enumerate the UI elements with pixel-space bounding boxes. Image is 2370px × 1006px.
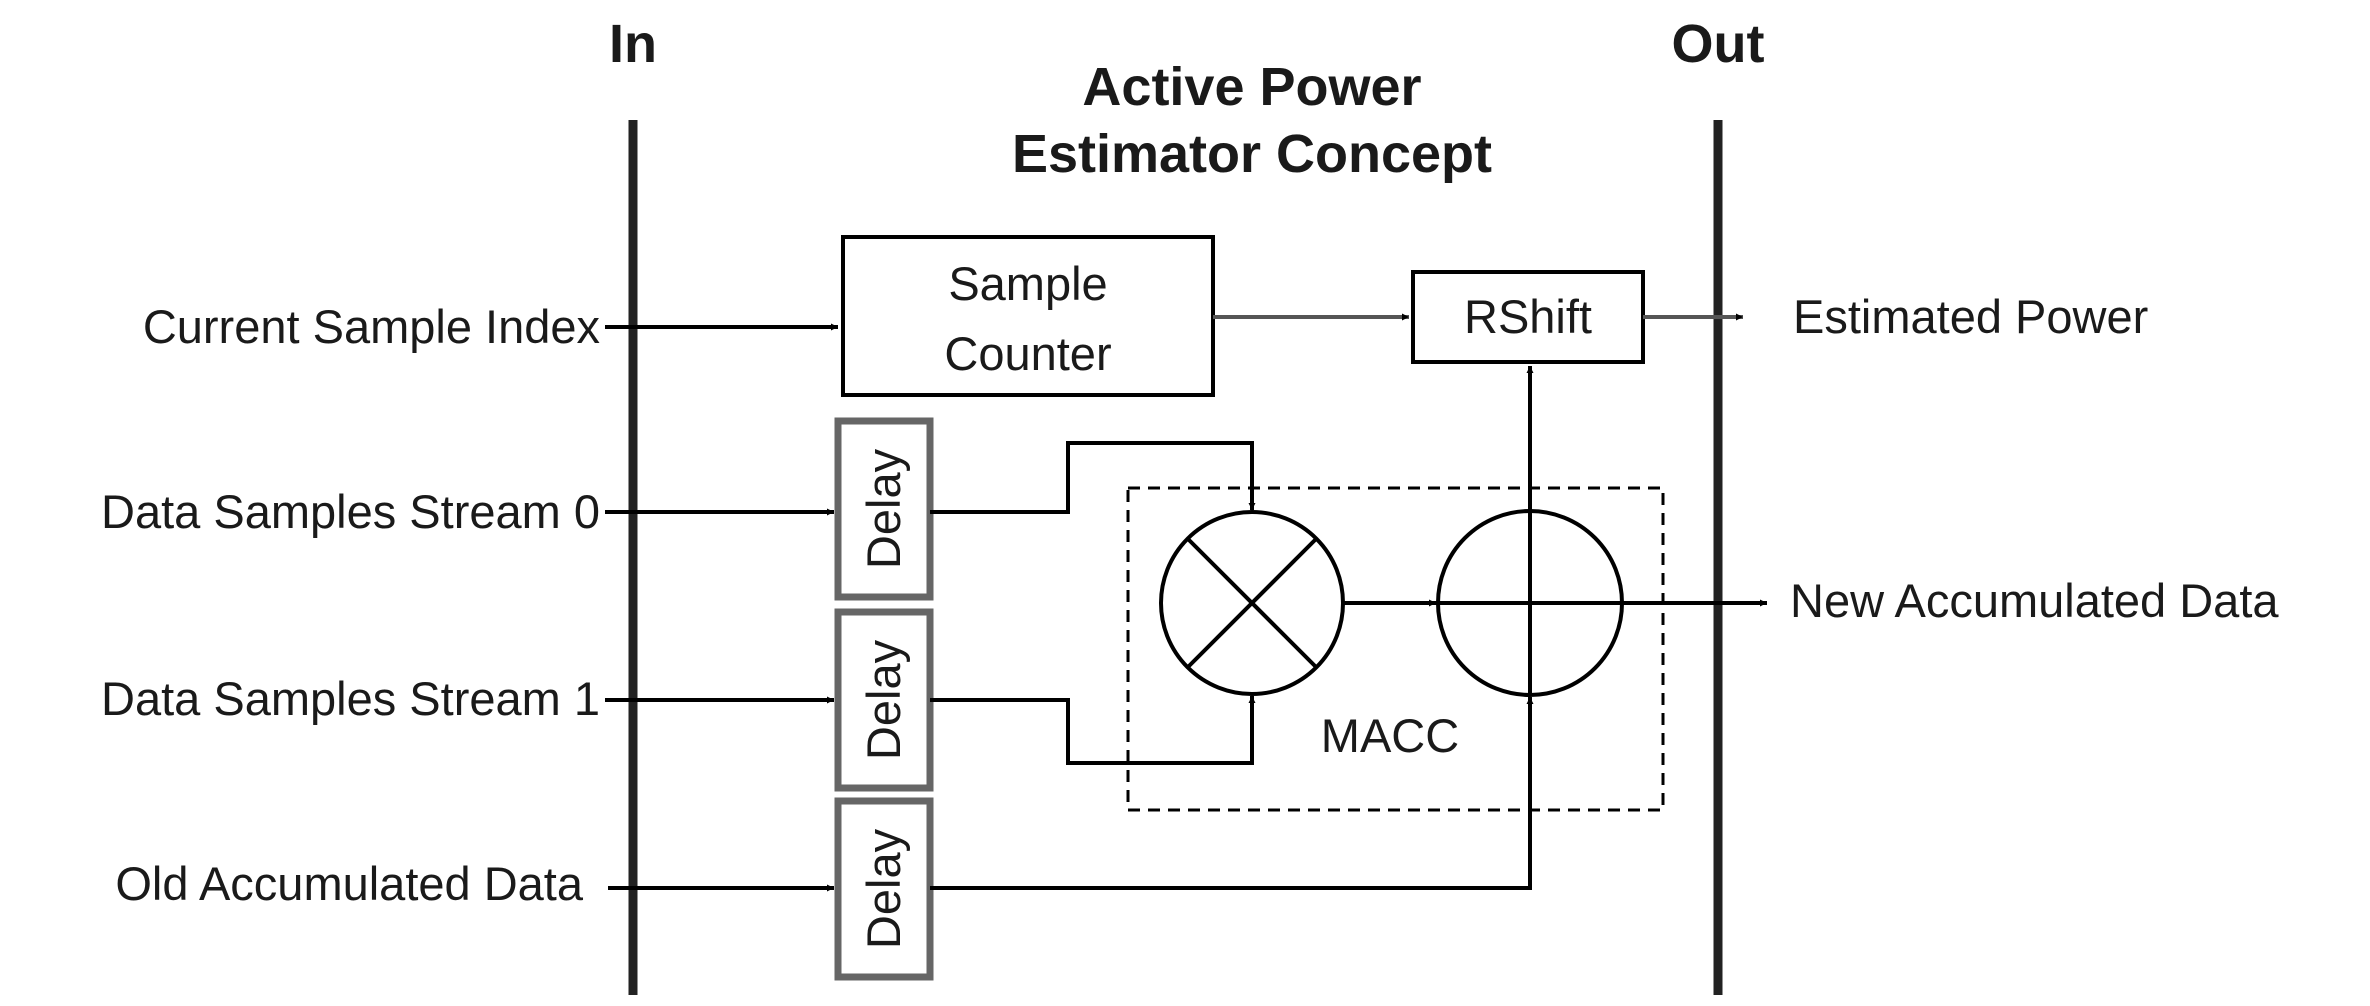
macc-label: MACC xyxy=(1321,709,1459,762)
macc-region xyxy=(1126,486,1665,812)
diagram-title-line2: Estimator Concept xyxy=(1012,124,1492,184)
input-label-old-accumulated-data: Old Accumulated Data xyxy=(115,857,583,910)
rshift-label: RShift xyxy=(1464,290,1592,343)
diagram-title-line1: Active Power xyxy=(1082,57,1421,117)
delay-label-0: Delay xyxy=(857,448,910,569)
output-label-new-accumulated-data: New Accumulated Data xyxy=(1790,574,2279,627)
sample-counter-label-line2: Counter xyxy=(944,327,1111,380)
multiplier-x-icon-stroke-b xyxy=(1186,537,1318,669)
delay-box-0 xyxy=(834,417,934,601)
in-heading: In xyxy=(609,14,657,74)
wire-delay0-to-multiplier xyxy=(930,441,1256,514)
wire-delay2-to-adder xyxy=(930,697,1534,890)
delay-label-1: Delay xyxy=(857,639,910,760)
input-label-data-samples-stream-1: Data Samples Stream 1 xyxy=(101,672,600,725)
delay-label-2: Delay xyxy=(857,828,910,949)
input-label-current-sample-index: Current Sample Index xyxy=(143,300,600,353)
delay-box-1 xyxy=(834,608,934,792)
output-label-estimated-power: Estimated Power xyxy=(1793,290,2148,343)
sample-counter-box xyxy=(841,235,1215,397)
wire-delay1-to-multiplier xyxy=(930,696,1256,765)
input-label-data-samples-stream-0: Data Samples Stream 0 xyxy=(101,485,600,538)
out-heading: Out xyxy=(1672,14,1765,74)
sample-counter-label-line1: Sample xyxy=(948,257,1107,310)
